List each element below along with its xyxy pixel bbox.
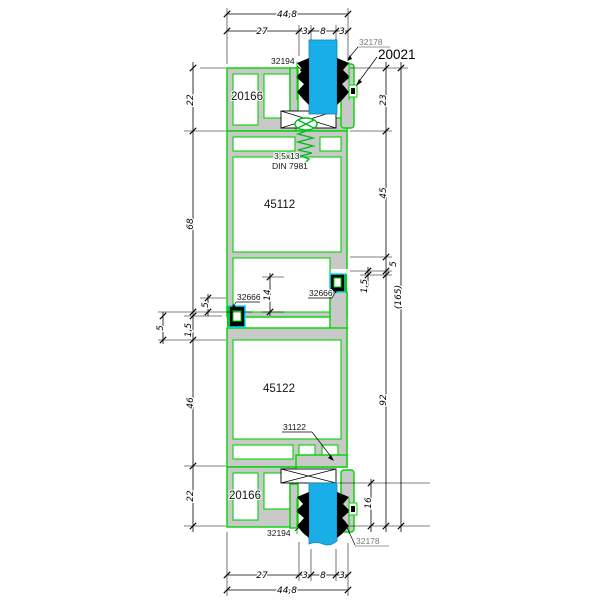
- label-connector-right: 32666: [309, 288, 333, 298]
- dim-top-3a: 3: [302, 27, 308, 37]
- glass-pane-bottom: [308, 482, 338, 546]
- dim-bot-overall: 44,8: [277, 586, 297, 596]
- sash-45112-chamber-b: [319, 136, 342, 152]
- connectors: [227, 273, 347, 328]
- dim-left-68: 68: [186, 218, 196, 230]
- label-gasket-bottom-right: 32178: [356, 536, 380, 546]
- dim-left-5-inner: 5: [201, 302, 211, 308]
- label-sash-bottom: 45122: [263, 383, 295, 395]
- part-labels: 20166 45112 45122 20166 20021 32178 3219…: [228, 36, 417, 547]
- label-gasket-bottom-left: 32194: [267, 528, 291, 538]
- sash-45112-chamber-lower: [232, 257, 331, 313]
- label-screw-size: 3,5x13: [274, 151, 300, 161]
- dim-left-5-outer: 5: [156, 325, 166, 331]
- dim-left-46: 46: [186, 397, 196, 409]
- label-frame-bottom: 20166: [229, 490, 261, 502]
- label-gasket-top-left: 32194: [271, 56, 295, 66]
- sash-45122-chamber-i1: [232, 444, 294, 460]
- dim-right-23: 23: [379, 94, 389, 106]
- gasket-top-right: [337, 58, 350, 105]
- dim-top-27: 27: [256, 27, 268, 37]
- screw: [294, 117, 318, 164]
- dim-left-1-5: 1,5: [184, 323, 194, 338]
- screw-thread: [295, 130, 316, 164]
- sash-45122-chamber-main: [232, 339, 342, 440]
- dim-bot-3b: 3: [339, 571, 345, 581]
- profile-shapes: [226, 63, 355, 533]
- frame-bottom-glazing-leg: [289, 483, 299, 529]
- frame-bottom-chamber-1: [232, 472, 259, 521]
- frame-top-chamber-1: [232, 73, 259, 126]
- bottom-rebate-wall: [295, 454, 348, 468]
- label-frame-top: 20166: [231, 91, 263, 103]
- dim-right-1-5: 1,5: [360, 279, 370, 294]
- dim-bot-3a: 3: [302, 571, 308, 581]
- dim-right-45: 45: [379, 187, 389, 199]
- dim-right-165: (165): [394, 285, 404, 309]
- sash-45112-chamber-a: [232, 136, 296, 152]
- dim-center-14: 14: [263, 289, 273, 301]
- dim-top-overall: 44,8: [277, 10, 297, 20]
- gasket-top-left: [296, 58, 309, 105]
- dim-right-16: 16: [364, 497, 374, 509]
- label-screw-standard: DIN 7981: [272, 161, 308, 171]
- dimension-texts: 44,8 27 3 8 3 27 3 8 3 44,8 22 68 5 1,5 …: [155, 9, 406, 598]
- sash-45112-chamber-main: [232, 156, 342, 253]
- dim-left-22-bottom: 22: [186, 490, 196, 502]
- dim-right-92: 92: [379, 394, 389, 406]
- label-gasket-top-right: 32178: [359, 37, 383, 47]
- label-sash-top: 45112: [264, 199, 295, 211]
- dim-top-3b: 3: [339, 27, 345, 37]
- label-bead-clip: 20021: [378, 47, 416, 62]
- label-connector-left: 32666: [237, 292, 261, 302]
- dim-bot-27: 27: [256, 571, 268, 581]
- dim-bot-8: 8: [320, 571, 326, 581]
- dim-left-22-top: 22: [186, 94, 196, 106]
- glass-pane-top: [308, 39, 338, 115]
- dimension-lines: [162, 13, 402, 591]
- dimension-extension-lines: [158, 8, 430, 596]
- label-coupling-bottom: 31122: [283, 422, 306, 432]
- dim-right-5: 5: [389, 261, 399, 267]
- dim-top-8: 8: [320, 27, 326, 37]
